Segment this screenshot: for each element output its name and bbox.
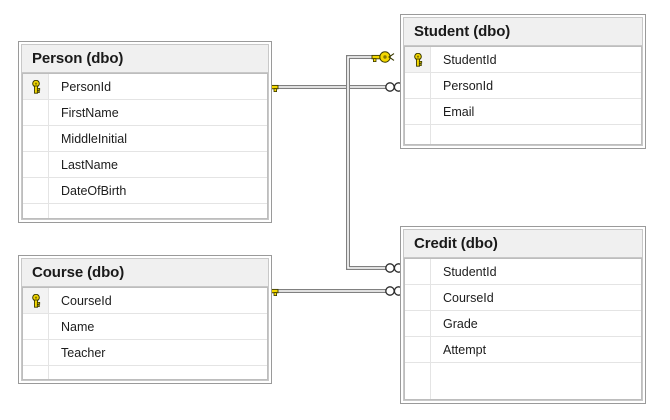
key-cell-empty: [23, 100, 49, 125]
field-name: Name: [61, 319, 95, 334]
field-name-empty: [431, 363, 641, 399]
primary-key-cell: [23, 288, 49, 313]
field-row[interactable]: PersonId: [405, 73, 641, 99]
key-cell-empty: [405, 311, 431, 336]
field-name: Email: [443, 104, 475, 119]
relationship-student-credit[interactable]: [346, 51, 404, 273]
primary-key-cell: [23, 74, 49, 99]
field-row[interactable]: CourseId: [405, 285, 641, 311]
key-cell-empty: [405, 285, 431, 310]
field-name: Attempt: [443, 342, 487, 357]
key-cell-empty: [405, 125, 431, 144]
field-name: LastName: [61, 157, 118, 172]
field-row-empty[interactable]: [405, 125, 641, 144]
key-cell-empty: [23, 366, 49, 379]
field-row[interactable]: MiddleInitial: [23, 126, 267, 152]
field-row-empty[interactable]: [405, 363, 641, 399]
field-name: DateOfBirth: [61, 183, 127, 198]
entity-title-course: Course (dbo): [22, 259, 268, 287]
entity-title-student: Student (dbo): [404, 18, 642, 46]
key-cell-empty: [23, 126, 49, 151]
primary-key-cell: [405, 47, 431, 72]
entity-title-credit: Credit (dbo): [404, 230, 642, 258]
field-name: StudentId: [443, 264, 497, 279]
field-name-empty: [49, 204, 267, 218]
field-row[interactable]: Attempt: [405, 337, 641, 363]
key-endpoint-icon: [371, 51, 395, 63]
field-row[interactable]: DateOfBirth: [23, 178, 267, 204]
field-row-empty[interactable]: [23, 204, 267, 218]
field-name: PersonId: [61, 79, 112, 94]
entity-title-person: Person (dbo): [22, 45, 268, 73]
primary-key-icon: [413, 52, 422, 67]
field-name: Grade: [443, 316, 478, 331]
field-name: Teacher: [61, 345, 106, 360]
key-cell-empty: [405, 337, 431, 362]
field-name-empty: [431, 125, 641, 144]
field-row[interactable]: Grade: [405, 311, 641, 337]
key-cell-empty: [405, 73, 431, 98]
key-cell-empty: [405, 99, 431, 124]
field-row[interactable]: Teacher: [23, 340, 267, 366]
field-name: StudentId: [443, 52, 497, 67]
primary-key-icon: [31, 79, 40, 94]
field-row[interactable]: StudentId: [405, 47, 641, 73]
field-row[interactable]: CourseId: [23, 288, 267, 314]
field-row[interactable]: StudentId: [405, 259, 641, 285]
field-row[interactable]: FirstName: [23, 100, 267, 126]
key-cell-empty: [23, 152, 49, 177]
field-name: CourseId: [443, 290, 494, 305]
field-name: PersonId: [443, 78, 494, 93]
key-cell-empty: [23, 314, 49, 339]
key-cell-empty: [23, 204, 49, 218]
field-name: MiddleInitial: [61, 131, 128, 146]
key-cell-empty: [23, 178, 49, 203]
field-name-empty: [49, 366, 267, 379]
field-row[interactable]: Name: [23, 314, 267, 340]
field-row-empty[interactable]: [23, 366, 267, 379]
field-row[interactable]: LastName: [23, 152, 267, 178]
field-row[interactable]: Email: [405, 99, 641, 125]
relationship-course-credit[interactable]: [255, 285, 404, 297]
key-cell-empty: [405, 363, 431, 399]
field-name: FirstName: [61, 105, 119, 120]
field-name: CourseId: [61, 293, 112, 308]
key-cell-empty: [23, 340, 49, 365]
primary-key-icon: [31, 293, 40, 308]
key-cell-empty: [405, 259, 431, 284]
relationship-person-student[interactable]: [255, 81, 404, 93]
field-row[interactable]: PersonId: [23, 74, 267, 100]
